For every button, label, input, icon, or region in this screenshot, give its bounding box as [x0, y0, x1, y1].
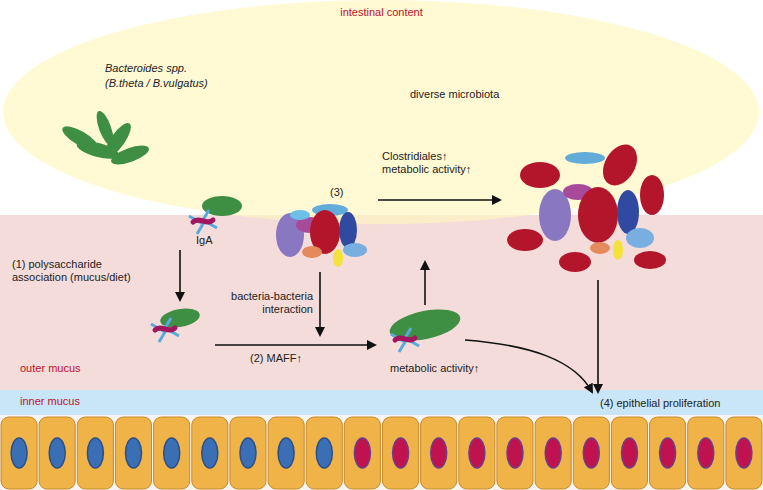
step-label: bacteria-bacteria interaction	[195, 290, 313, 316]
taxon-label: (B.theta / B.vulgatus)	[105, 77, 208, 90]
step-label: Clostridiales↑ metabolic activity↑	[382, 150, 492, 176]
antibody-label: IgA	[196, 234, 213, 247]
group-label: diverse microbiota	[410, 88, 499, 101]
step-label: (1) polysaccharide association (mucus/di…	[12, 258, 134, 284]
region-label: inner mucus	[20, 395, 80, 408]
taxon-label: Bacteroides spp.	[105, 62, 187, 75]
step-label: (2) MAFF↑	[250, 352, 302, 365]
step-label: (4) epithelial proliferation	[600, 397, 720, 410]
lumen-region: intestinal content	[5, 0, 758, 225]
region-label: outer mucus	[20, 362, 81, 375]
callout-number: (3)	[330, 186, 343, 199]
outer-mucus-band: outer mucus	[0, 215, 763, 390]
region-label: intestinal content	[5, 6, 758, 19]
step-label: metabolic activity↑	[390, 362, 479, 375]
